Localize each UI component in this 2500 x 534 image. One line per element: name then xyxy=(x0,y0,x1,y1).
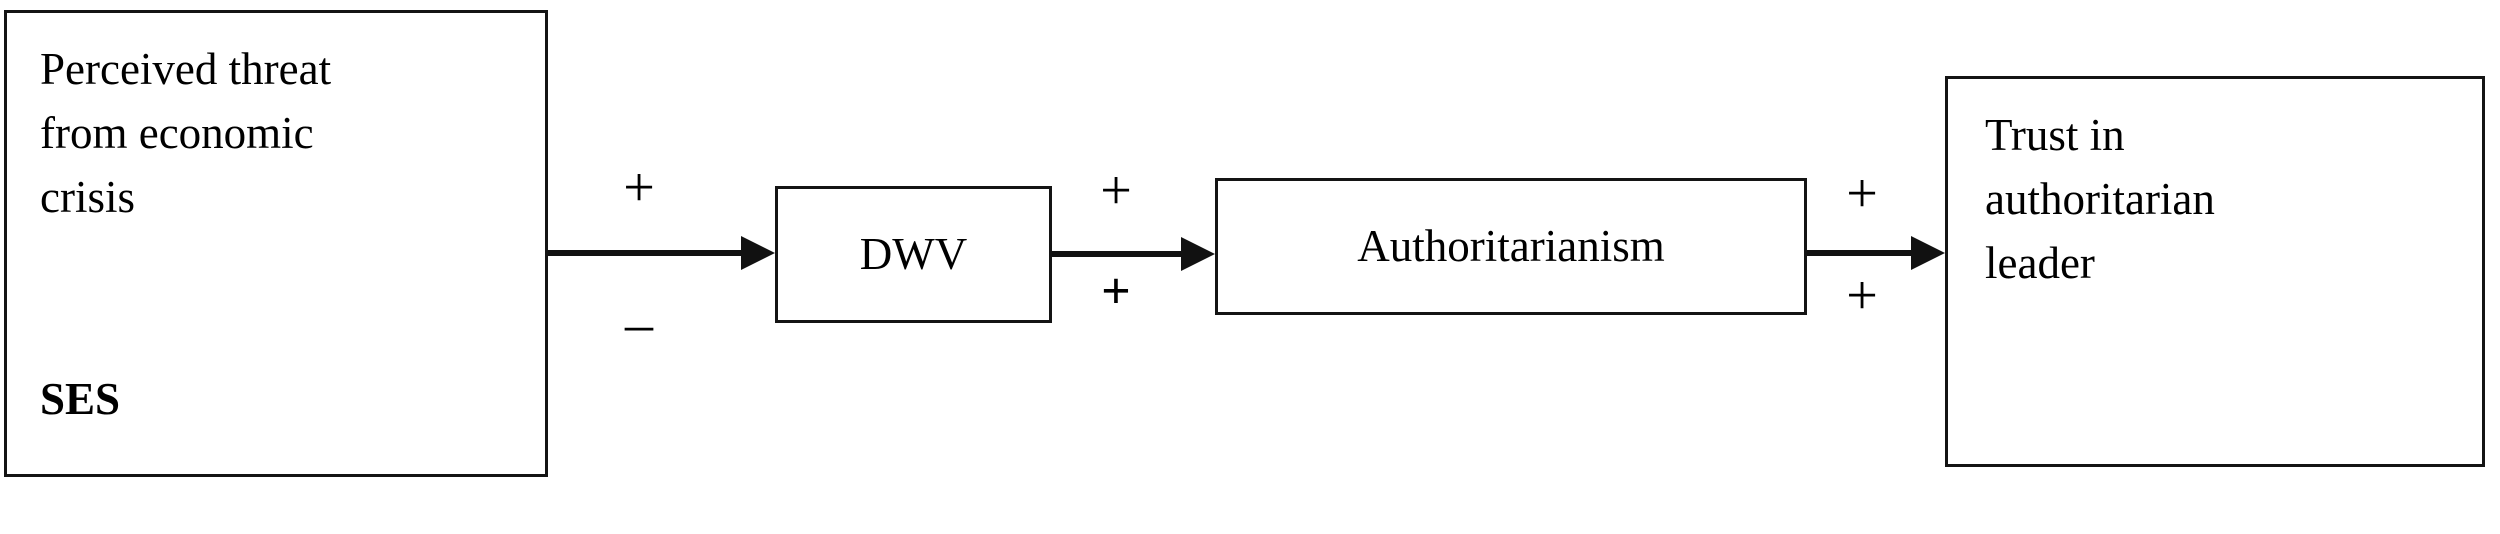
edge-sign-authoritarianism-to-trust-upper: + xyxy=(1846,163,1878,225)
arrow-head xyxy=(1181,237,1215,271)
edge-sign-authoritarianism-to-trust-lower: + xyxy=(1846,265,1878,327)
node-dwv-label: DWV xyxy=(859,228,968,279)
arrow-shaft xyxy=(1052,251,1181,257)
node-perceived-threat-label: Perceived threat from economic crisis xyxy=(40,44,332,222)
node-authoritarianism-label: Authoritarianism xyxy=(1357,220,1665,271)
node-perceived-threat xyxy=(4,10,548,477)
edge-sign-dwv-to-authoritarianism-upper: + xyxy=(1100,160,1132,222)
node-trust-in-authoritarian-leader-label: Trust in authoritarian leader xyxy=(1985,110,2215,288)
arrow-shaft xyxy=(548,250,741,256)
arrow-head xyxy=(1911,236,1945,270)
node-perceived-threat-ses-label: SES xyxy=(40,374,121,424)
arrow-shaft xyxy=(1807,250,1911,256)
arrow-head xyxy=(741,236,775,270)
node-trust-in-authoritarian-leader xyxy=(1945,76,2485,467)
edge-sign-dwv-to-authoritarianism-lower: + xyxy=(1101,263,1131,320)
edge-sign-threat-to-dwv-positive: + xyxy=(623,157,655,219)
node-dwv xyxy=(775,186,1052,323)
edge-sign-threat-to-dwv-negative: – xyxy=(625,293,653,355)
node-authoritarianism xyxy=(1215,178,1807,315)
